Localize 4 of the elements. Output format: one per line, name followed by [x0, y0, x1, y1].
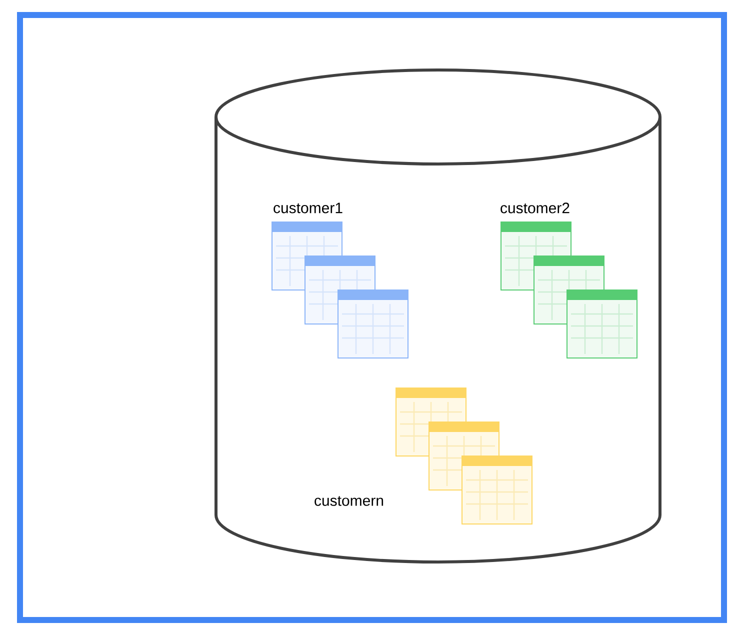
cylinder — [214, 68, 662, 564]
group-label: customer1 — [274, 202, 342, 214]
group-label: customern — [314, 496, 384, 506]
group-label: customer2 — [500, 202, 570, 214]
